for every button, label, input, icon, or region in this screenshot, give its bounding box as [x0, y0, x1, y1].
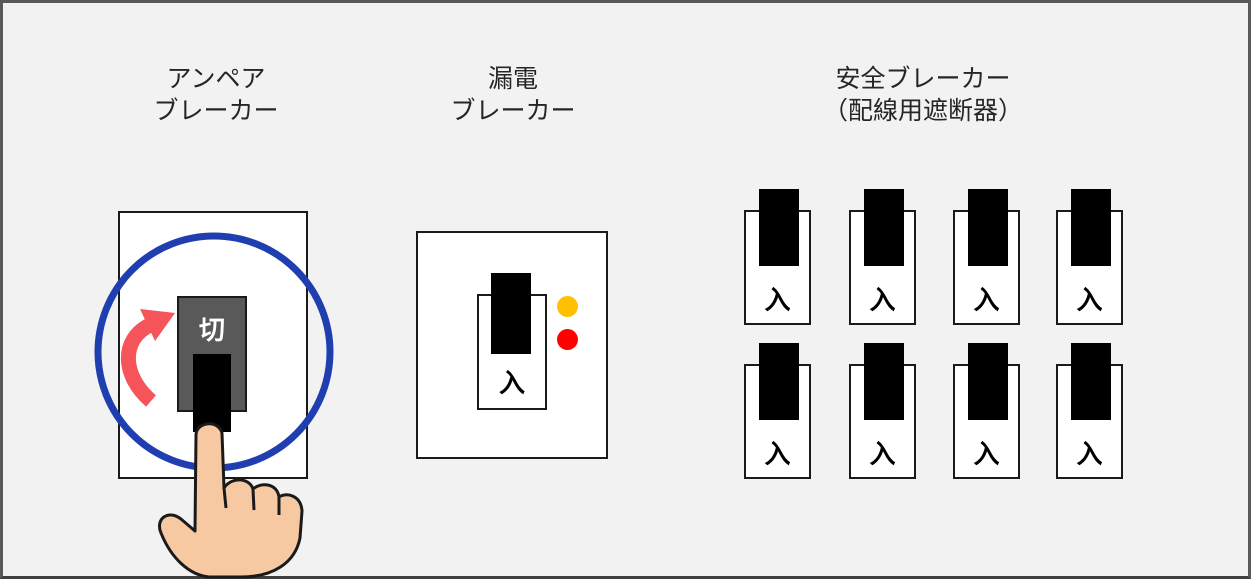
switch-on-label: 入: [764, 286, 791, 316]
safety-breaker-lever[interactable]: [968, 189, 1008, 266]
pointing-hand-icon: [158, 422, 304, 579]
ampere-breaker-lever[interactable]: [193, 354, 231, 432]
leakage-breaker-label: 漏電 ブレーカー: [450, 64, 576, 125]
switch-on-label: 入: [973, 440, 1000, 470]
safety-breaker-lever[interactable]: [759, 189, 799, 266]
safety-breaker-lever[interactable]: [968, 343, 1008, 420]
red-lamp: [557, 329, 578, 350]
ampere-breaker-label: アンペア ブレーカー: [153, 64, 279, 125]
switch-on-label: 入: [869, 440, 896, 470]
switch-on-label: 入: [1076, 286, 1103, 316]
safety-breaker-label: 安全ブレーカー （配線用遮断器）: [822, 64, 1023, 125]
safety-breaker-2[interactable]: 入: [849, 210, 916, 325]
leakage-breaker-lever[interactable]: [491, 273, 531, 354]
safety-breaker-lever[interactable]: [864, 189, 904, 266]
safety-breaker-lever[interactable]: [1071, 189, 1111, 266]
switch-off-label: 切: [198, 316, 225, 346]
rotate-arrow-icon: [121, 309, 175, 407]
safety-breaker-lever[interactable]: [759, 343, 799, 420]
switch-on-label: 入: [869, 286, 896, 316]
switch-on-label: 入: [498, 369, 525, 399]
safety-breaker-lever[interactable]: [864, 343, 904, 420]
yellow-lamp: [557, 296, 578, 317]
switch-on-label: 入: [764, 440, 791, 470]
switch-on-label: 入: [1076, 440, 1103, 470]
safety-breaker-1[interactable]: 入: [744, 210, 811, 325]
safety-breaker-3[interactable]: 入: [953, 210, 1020, 325]
safety-breaker-lever[interactable]: [1071, 343, 1111, 420]
switch-on-label: 入: [973, 286, 1000, 316]
